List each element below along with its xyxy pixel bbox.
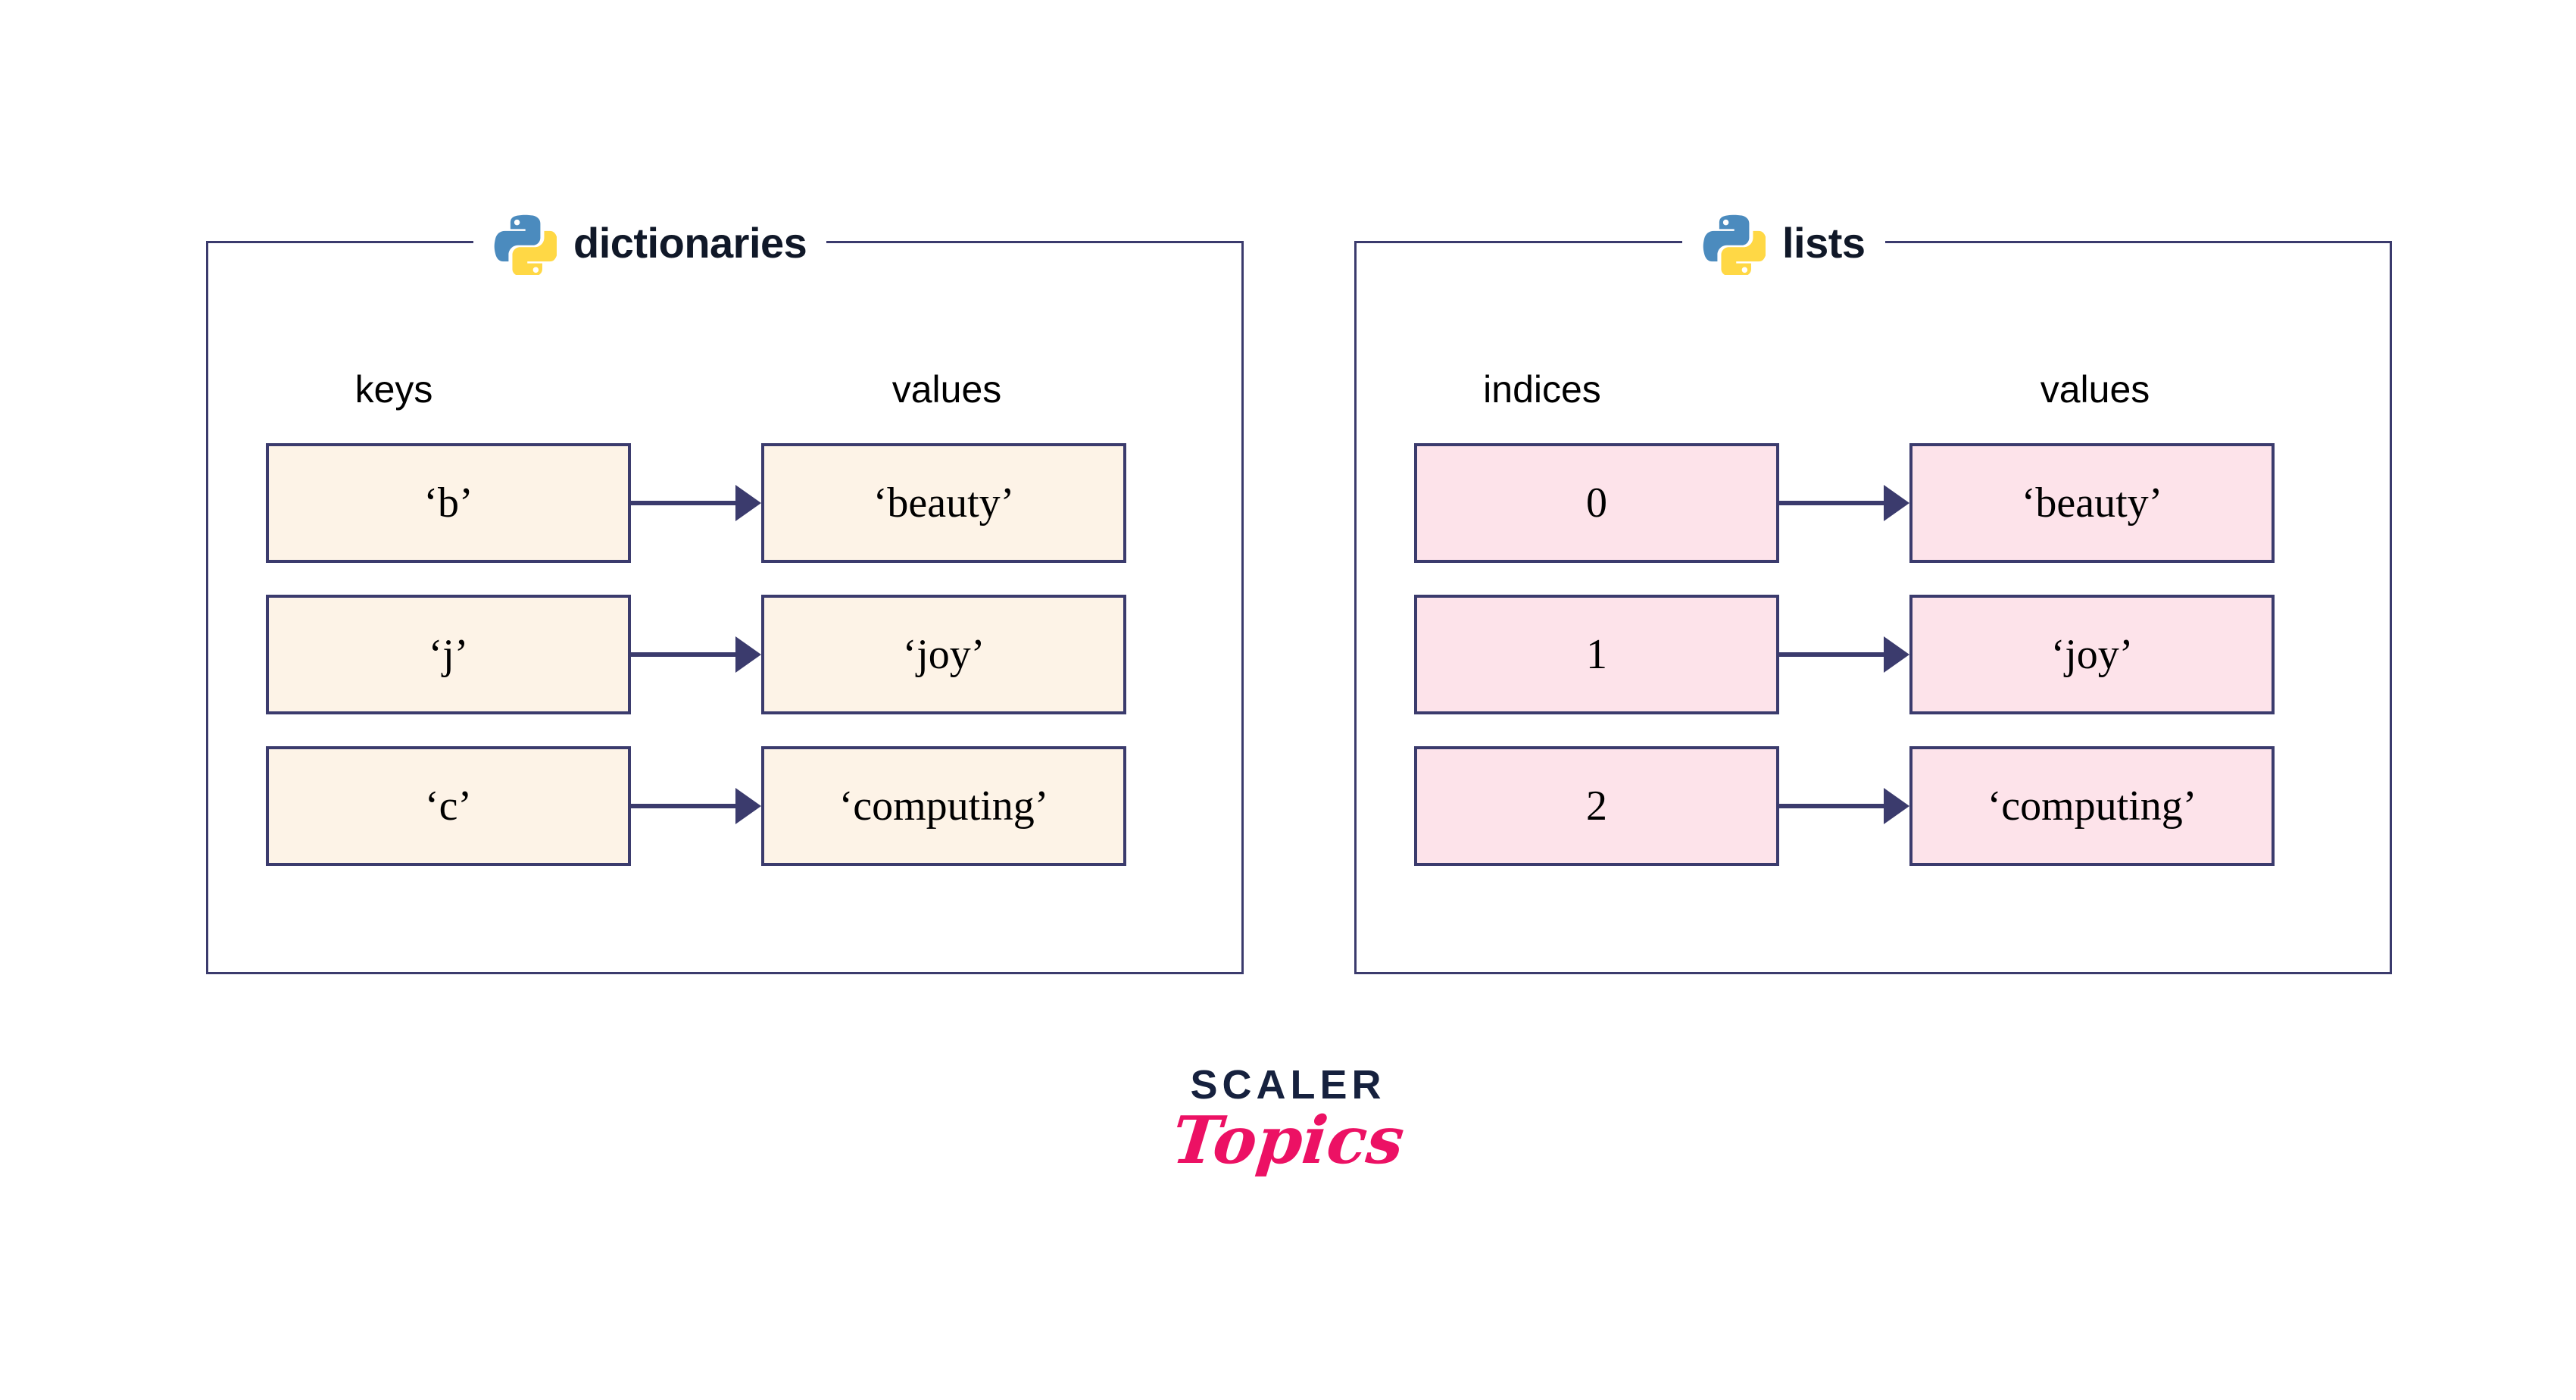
value-cell: ‘computing’ (1909, 746, 2275, 866)
panel-title-lists: lists (1682, 210, 1885, 277)
panel-dictionaries: dictionaries keys values ‘b’ ‘beauty’ ‘j… (206, 210, 1244, 974)
key-cell: ‘j’ (266, 595, 631, 714)
panel-lists: lists indices values 0 ‘beauty’ 1 ‘joy’ … (1354, 210, 2392, 974)
panel-title-label: dictionaries (573, 219, 807, 267)
python-logo-icon (494, 214, 557, 275)
mapping-arrow (631, 746, 761, 866)
value-cell: ‘computing’ (761, 746, 1126, 866)
brand-secondary-text: Topics (1168, 1102, 1408, 1179)
panel-title-dictionaries: dictionaries (473, 210, 827, 277)
mapping-arrow (631, 443, 761, 563)
key-cell: ‘b’ (266, 443, 631, 563)
column-header-keys: keys (354, 368, 433, 411)
index-cell: 2 (1414, 746, 1779, 866)
column-header-indices: indices (1483, 368, 1601, 411)
scaler-topics-logo: SCALER Topics (0, 1062, 2576, 1179)
value-cell: ‘joy’ (761, 595, 1126, 714)
python-logo-icon (1703, 214, 1766, 275)
panel-title-label: lists (1782, 219, 1866, 267)
column-header-values: values (891, 368, 1002, 411)
column-header-values: values (2040, 368, 2150, 411)
value-cell: ‘beauty’ (1909, 443, 2275, 563)
brand-primary-text: SCALER (1190, 1062, 1386, 1108)
index-cell: 0 (1414, 443, 1779, 563)
mapping-arrow (1779, 746, 1909, 866)
key-cell: ‘c’ (266, 746, 631, 866)
mapping-arrow (631, 595, 761, 714)
index-cell: 1 (1414, 595, 1779, 714)
mapping-arrow (1779, 443, 1909, 563)
value-cell: ‘beauty’ (761, 443, 1126, 563)
mapping-arrow (1779, 595, 1909, 714)
value-cell: ‘joy’ (1909, 595, 2275, 714)
